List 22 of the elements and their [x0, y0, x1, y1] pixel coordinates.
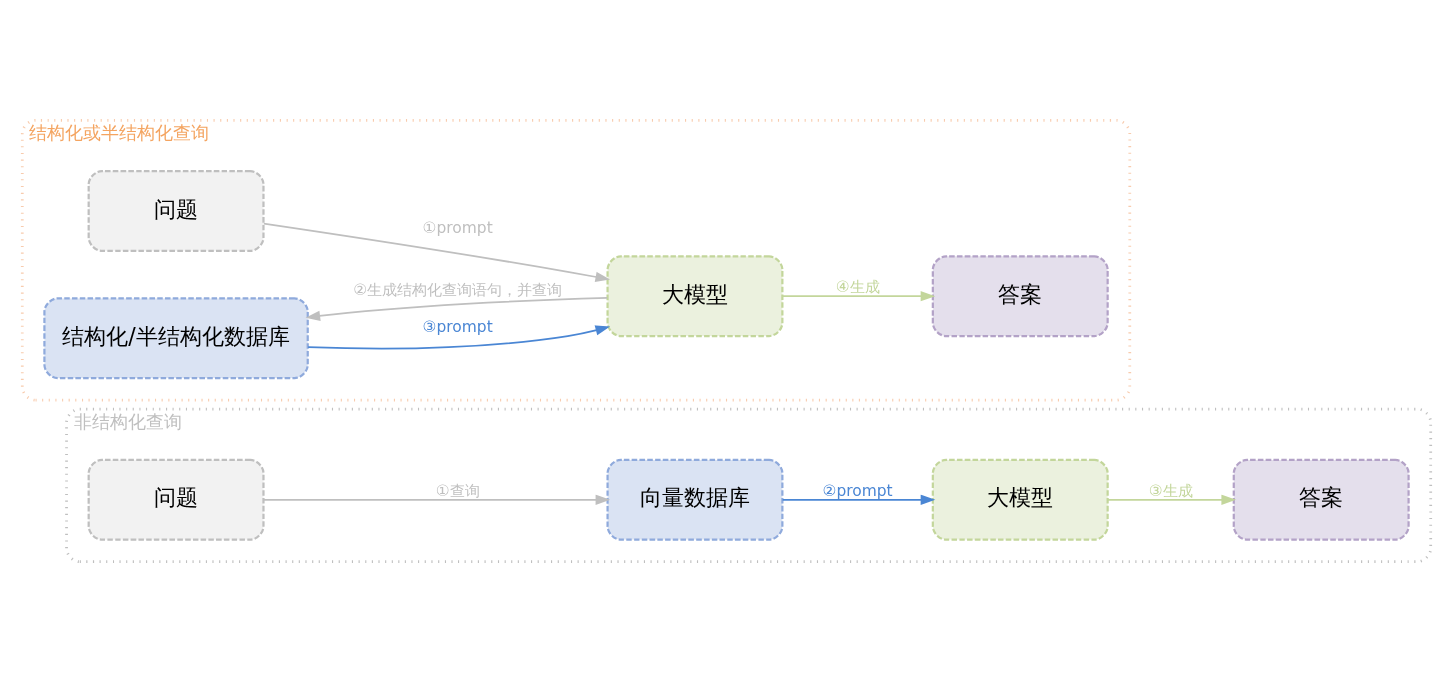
- node-box: 大模型: [931, 458, 1109, 541]
- edge-label: ③生成: [1148, 481, 1193, 500]
- edge-label: ④生成: [835, 277, 880, 296]
- node-box: 结构化/半结构化数据库: [43, 296, 309, 379]
- arrow: [781, 290, 936, 301]
- edge-label: ①prompt: [422, 218, 493, 237]
- node-box: 答案: [931, 254, 1109, 337]
- edge-label: ①查询: [435, 481, 480, 500]
- arrow: [307, 324, 611, 349]
- node-box: 问题: [87, 458, 265, 541]
- node-box: 大模型: [606, 254, 784, 337]
- edge-label: ②生成结构化查询语句，并查询: [353, 280, 563, 299]
- node-box: 向量数据库: [606, 458, 784, 541]
- arrow: [1106, 494, 1237, 505]
- node-box: 答案: [1232, 458, 1410, 541]
- edge-label: ③prompt: [422, 317, 493, 336]
- edge-label: ②prompt: [822, 481, 893, 500]
- arrow: [305, 296, 609, 321]
- arrow: [262, 494, 611, 505]
- arrow: [262, 222, 611, 282]
- arrow: [781, 494, 936, 505]
- node-box: 问题: [87, 169, 265, 252]
